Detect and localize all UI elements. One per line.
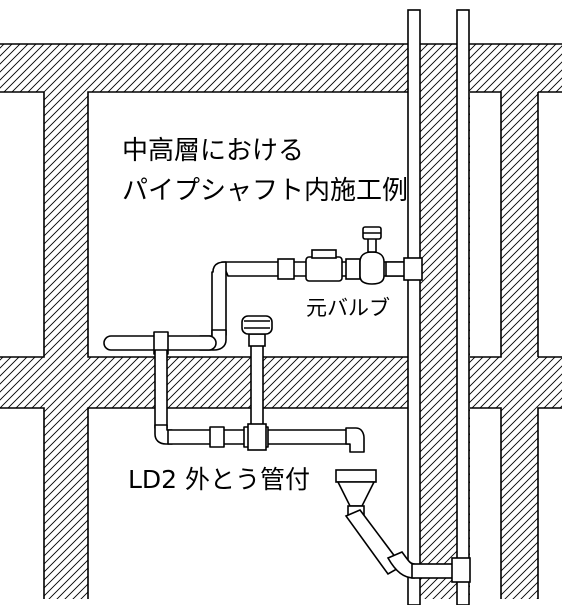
riser-pipe-left: [407, 9, 421, 605]
fitting-collar: [335, 469, 377, 483]
main-valve-stem: [367, 237, 377, 253]
water-meter-top: [311, 249, 337, 259]
branch-pipe: [250, 333, 264, 431]
main-valve-label: 元バルブ: [306, 296, 390, 320]
coupling-top-a: [277, 258, 295, 280]
riser-pipes: [407, 9, 470, 605]
main-valve-body: [359, 251, 385, 285]
riser-pipe-right: [456, 9, 470, 605]
coupling-bottom-a: [209, 426, 225, 448]
concrete-hatching: [0, 44, 562, 599]
water-meter-body: [305, 256, 343, 282]
pipe-elbow-right: [345, 427, 365, 453]
branch-coupling: [248, 333, 266, 347]
title-line-2: パイプシャフト内施工例: [122, 176, 409, 206]
pipe-vertical-lower: [154, 349, 168, 429]
vertical-branch-with-meter: [241, 315, 273, 451]
pipe-vertical-upper: [211, 261, 227, 336]
branch-head: [241, 315, 273, 335]
meter-and-valve: [277, 226, 423, 285]
coupling-top-b: [345, 258, 361, 280]
riser-clamp-bottom: [451, 557, 471, 583]
branch-tee: [247, 423, 267, 451]
title-line-1: 中高層における: [122, 136, 305, 166]
riser-clamp-top: [403, 257, 423, 281]
fitting-funnel: [336, 481, 376, 507]
fitting-label: LD2 外とう管付: [128, 465, 311, 494]
lower-fitting-assembly: [335, 469, 471, 583]
